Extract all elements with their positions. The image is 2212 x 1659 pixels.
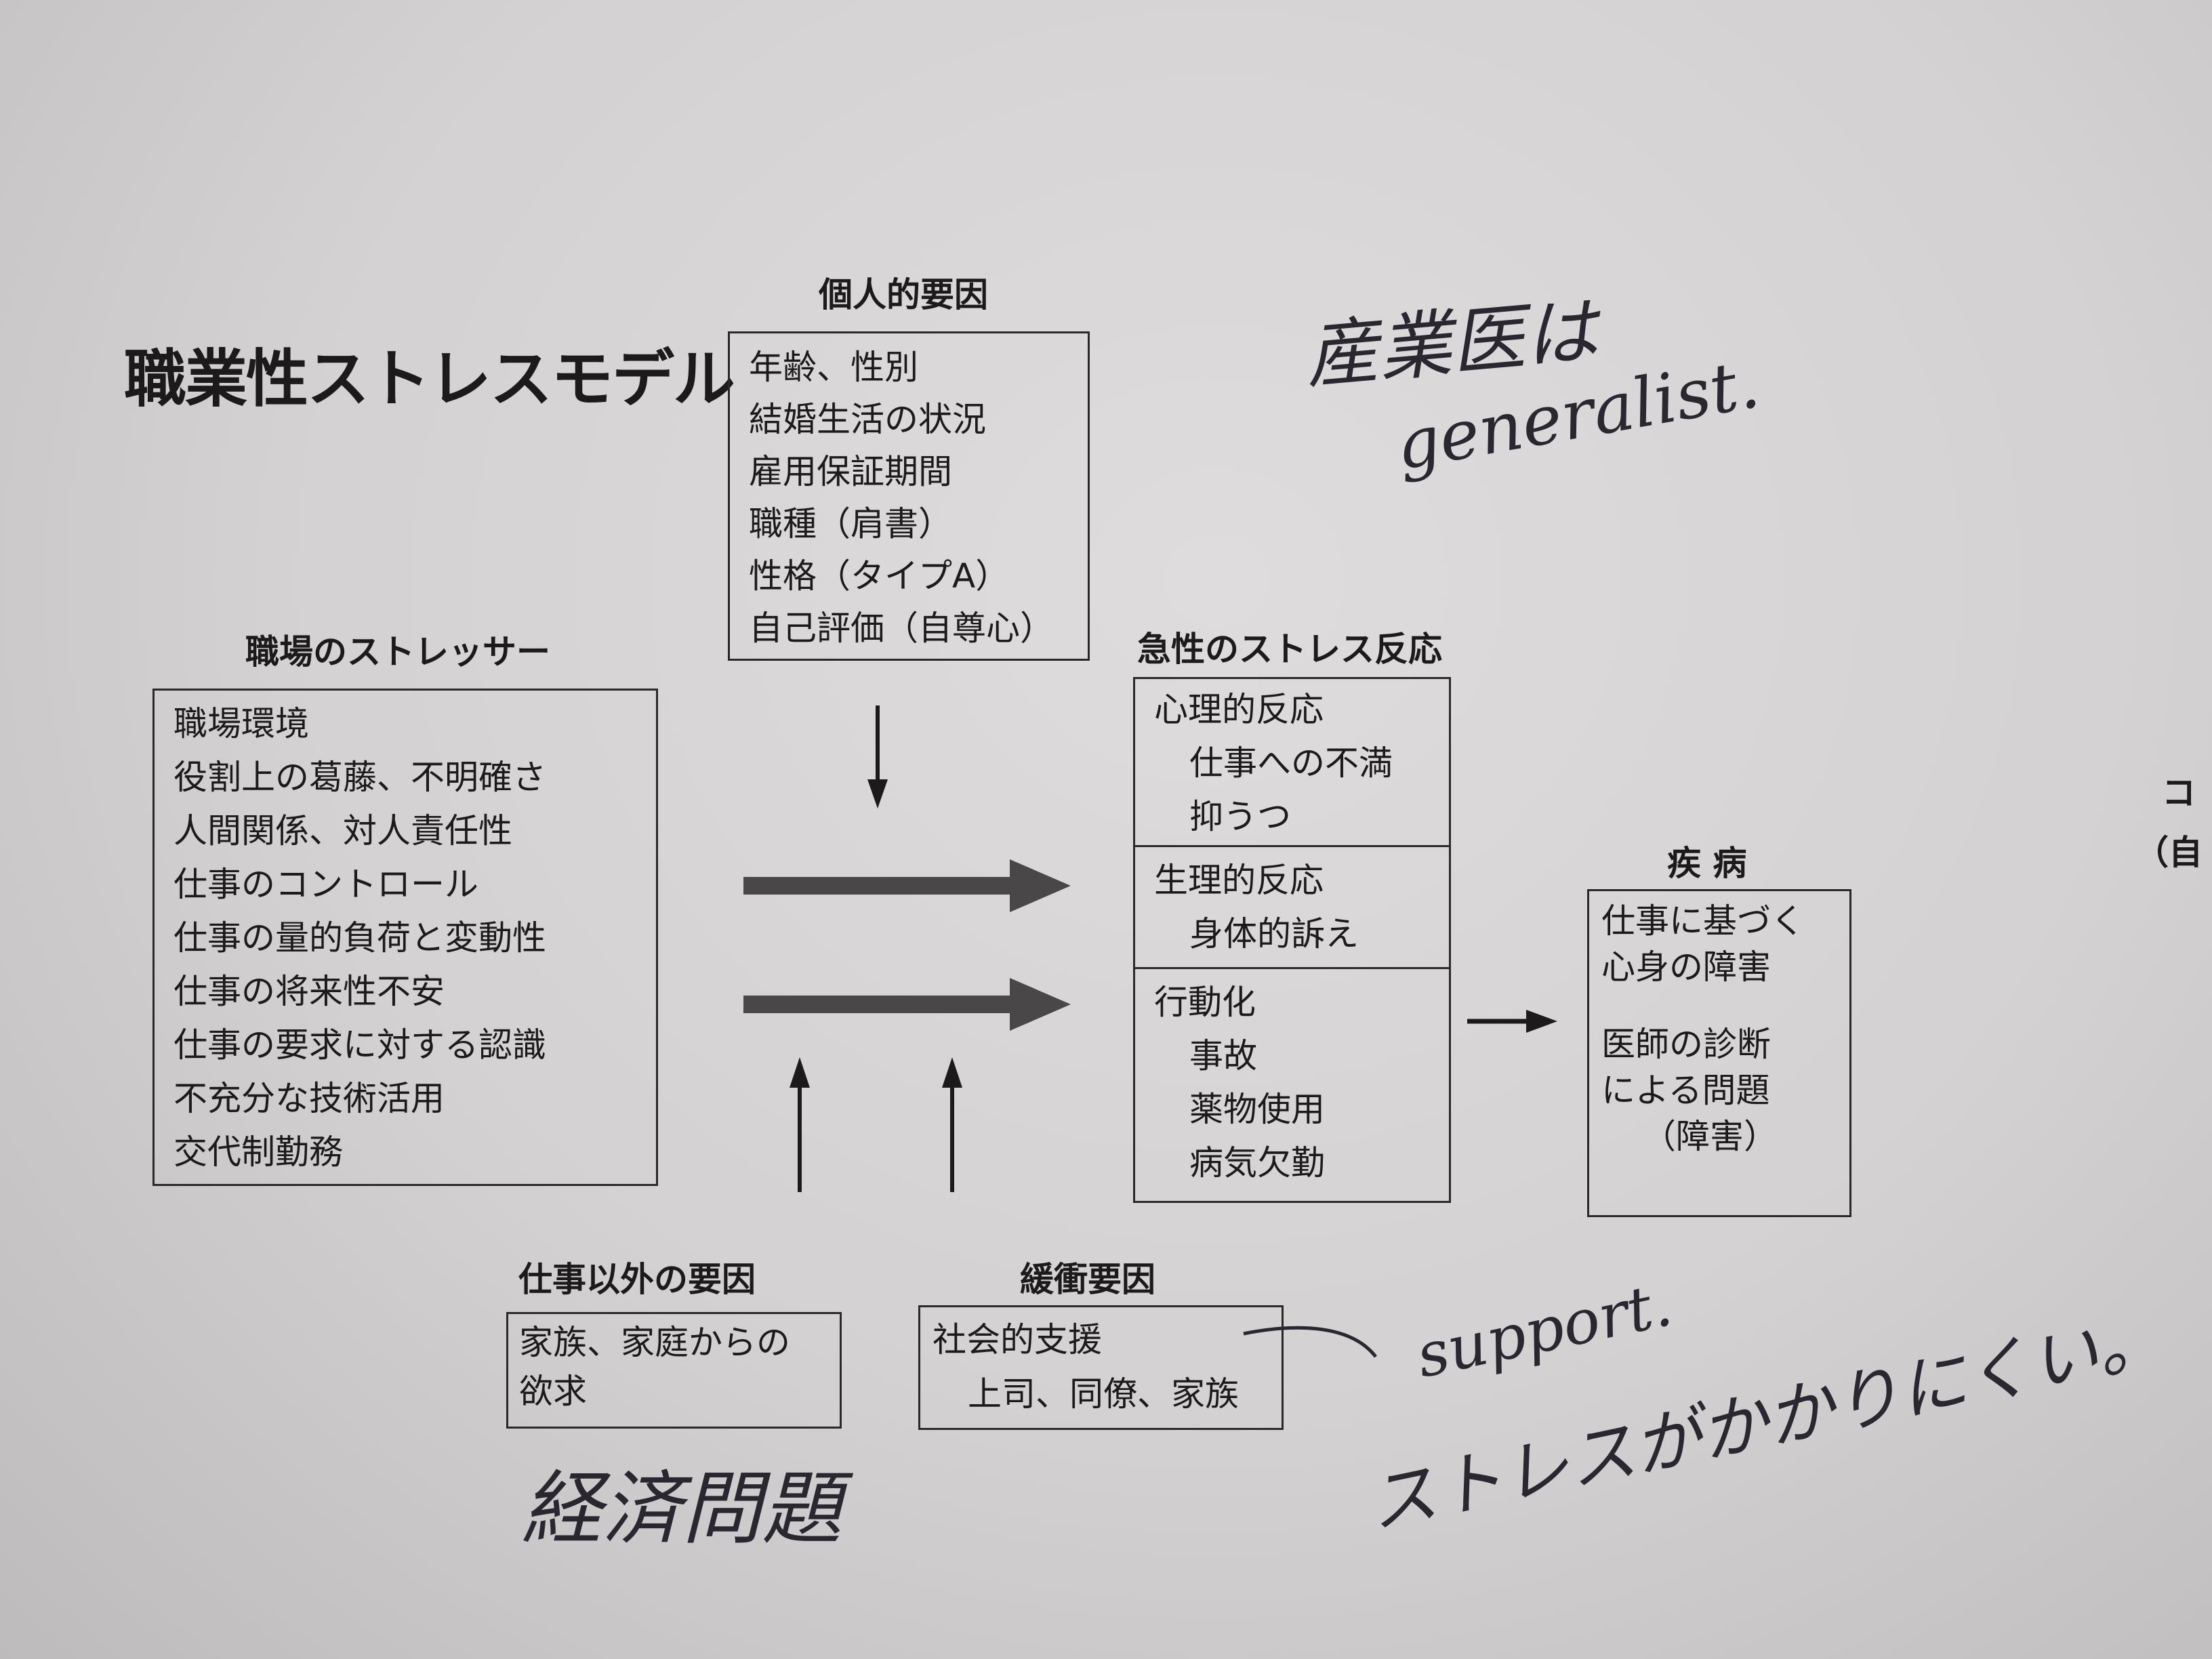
edge-text-2: （自 bbox=[2135, 833, 2203, 872]
list-item: 事故 bbox=[1189, 1036, 1257, 1076]
disease-header: 疾 病 bbox=[1667, 844, 1747, 883]
buffer-factors-header: 緩衝要因 bbox=[1020, 1260, 1155, 1299]
handwritten-connector bbox=[1243, 1326, 1377, 1358]
edge-text-1: コ bbox=[2162, 773, 2196, 813]
disease-line: による問題 bbox=[1601, 1071, 1770, 1110]
psychological-section: 心理的反応 仕事への不満 抑うつ bbox=[1135, 679, 1449, 845]
list-item: 年齢、性別 bbox=[749, 348, 918, 387]
personal-factors-box: 年齢、性別 結婚生活の状況 雇用保証期間 職種（肩書） 性格（タイプA） 自己評… bbox=[728, 331, 1090, 661]
thick-arrow-lower bbox=[743, 978, 1071, 1031]
list-item: 不充分な技術活用 bbox=[173, 1079, 445, 1118]
list-item: 交代制勤務 bbox=[173, 1132, 343, 1172]
list-item: 仕事のコントロール bbox=[173, 865, 478, 904]
list-item: 薬物使用 bbox=[1189, 1090, 1325, 1129]
handwritten-note-economic: 経済問題 bbox=[522, 1462, 842, 1555]
behavioral-section: 行動化 事故 薬物使用 病気欠勤 bbox=[1135, 967, 1449, 1197]
list-item: 職場環境 bbox=[173, 704, 309, 743]
list-item: 仕事への不満 bbox=[1189, 743, 1393, 783]
workplace-stressors-box: 職場環境 役割上の葛藤、不明確さ 人間関係、対人責任性 仕事のコントロール 仕事… bbox=[152, 689, 658, 1186]
list-item: 仕事の将来性不安 bbox=[173, 972, 445, 1011]
personal-factors-header: 個人的要因 bbox=[819, 275, 988, 314]
section-title: 行動化 bbox=[1154, 983, 1256, 1022]
right-arrow bbox=[1467, 1010, 1557, 1033]
list-item: 職種（肩書） bbox=[749, 504, 952, 544]
list-item: 仕事の要求に対する認識 bbox=[173, 1025, 546, 1065]
list-item: 仕事の量的負荷と変動性 bbox=[173, 918, 546, 958]
disease-line: （障害） bbox=[1642, 1117, 1778, 1156]
down-arrow bbox=[867, 705, 888, 808]
list-item: 人間関係、対人責任性 bbox=[173, 811, 512, 851]
list-item: 身体的訴え bbox=[1189, 914, 1359, 954]
thick-arrow-upper bbox=[743, 859, 1071, 912]
list-item: 自己評価（自尊心） bbox=[749, 609, 1054, 648]
workplace-stressors-header: 職場のストレッサー bbox=[245, 632, 550, 672]
disease-box: 仕事に基づく 心身の障害 医師の診断 による問題 （障害） bbox=[1587, 889, 1851, 1217]
list-item: 欲求 bbox=[519, 1372, 587, 1411]
disease-line: 仕事に基づく bbox=[1601, 901, 1805, 941]
list-item: 雇用保証期間 bbox=[749, 452, 952, 491]
acute-response-header: 急性のストレス反応 bbox=[1137, 630, 1442, 669]
section-title: 生理的反応 bbox=[1154, 861, 1324, 900]
list-item: 性格（タイプA） bbox=[749, 556, 1010, 596]
list-item: 病気欠勤 bbox=[1189, 1143, 1325, 1183]
disease-line: 心身の障害 bbox=[1601, 947, 1771, 987]
list-item: 社会的支援 bbox=[933, 1320, 1102, 1359]
physiological-section: 生理的反応 身体的訴え bbox=[1135, 845, 1449, 967]
section-title: 心理的反応 bbox=[1154, 690, 1324, 729]
list-item: 役割上の葛藤、不明確さ bbox=[173, 758, 546, 797]
up-arrow-right bbox=[942, 1057, 962, 1192]
list-item: 家族、家庭からの bbox=[519, 1323, 790, 1362]
non-work-factors-header: 仕事以外の要因 bbox=[518, 1260, 756, 1299]
page-title: 職業性ストレスモデル bbox=[124, 343, 735, 415]
list-item: 上司、同僚、家族 bbox=[968, 1374, 1239, 1414]
non-work-factors-box: 家族、家庭からの 欲求 bbox=[506, 1312, 842, 1429]
list-item: 抑うつ bbox=[1189, 797, 1291, 836]
disease-line: 医師の診断 bbox=[1601, 1025, 1771, 1064]
acute-response-box: 心理的反応 仕事への不満 抑うつ 生理的反応 身体的訴え 行動化 事故 薬物使用… bbox=[1133, 677, 1451, 1203]
list-item: 結婚生活の状況 bbox=[749, 400, 986, 439]
buffer-factors-box: 社会的支援 上司、同僚、家族 bbox=[918, 1305, 1284, 1430]
up-arrow-left bbox=[790, 1057, 810, 1192]
